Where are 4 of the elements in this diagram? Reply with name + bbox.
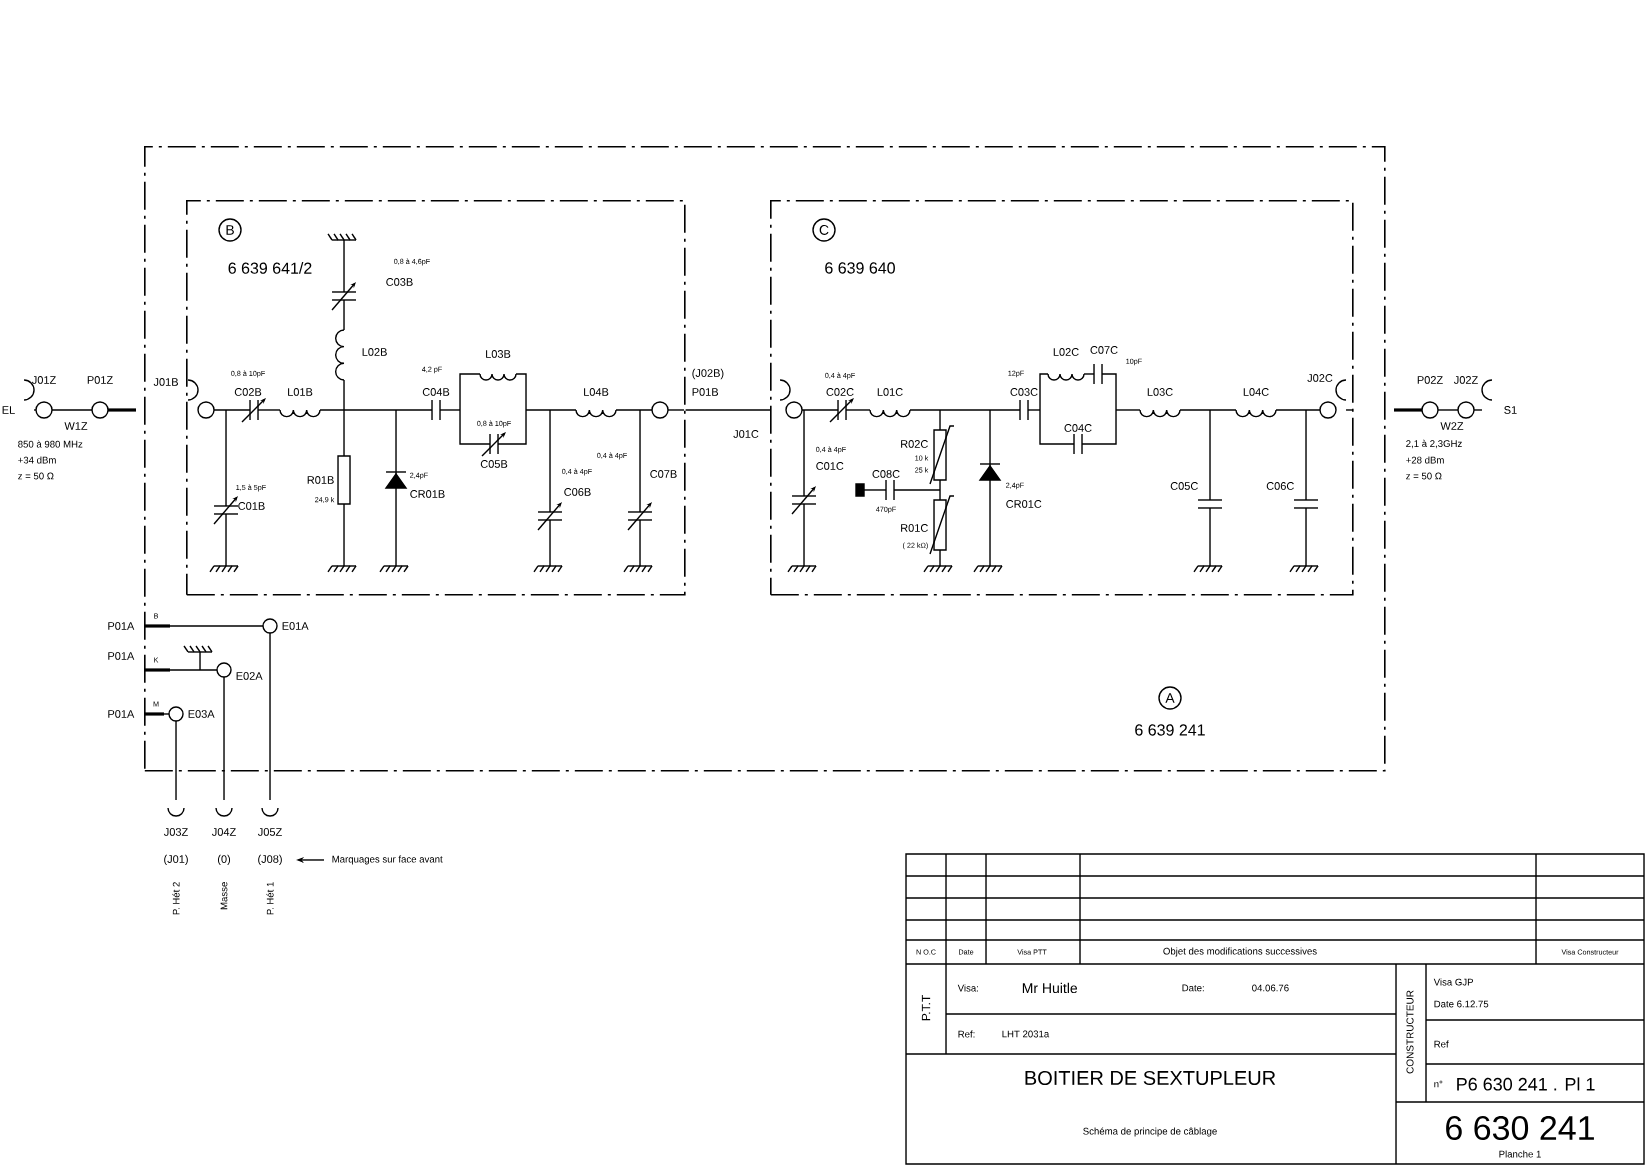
- drawing-number: 6 630 241: [1446, 1115, 1594, 1141]
- drawing-number: P6 630 241 . Pl 1: [1457, 1077, 1595, 1091]
- wire: [684, 409, 771, 411]
- title-text: BOITIER DE SEXTUPLEUR: [1025, 1070, 1276, 1086]
